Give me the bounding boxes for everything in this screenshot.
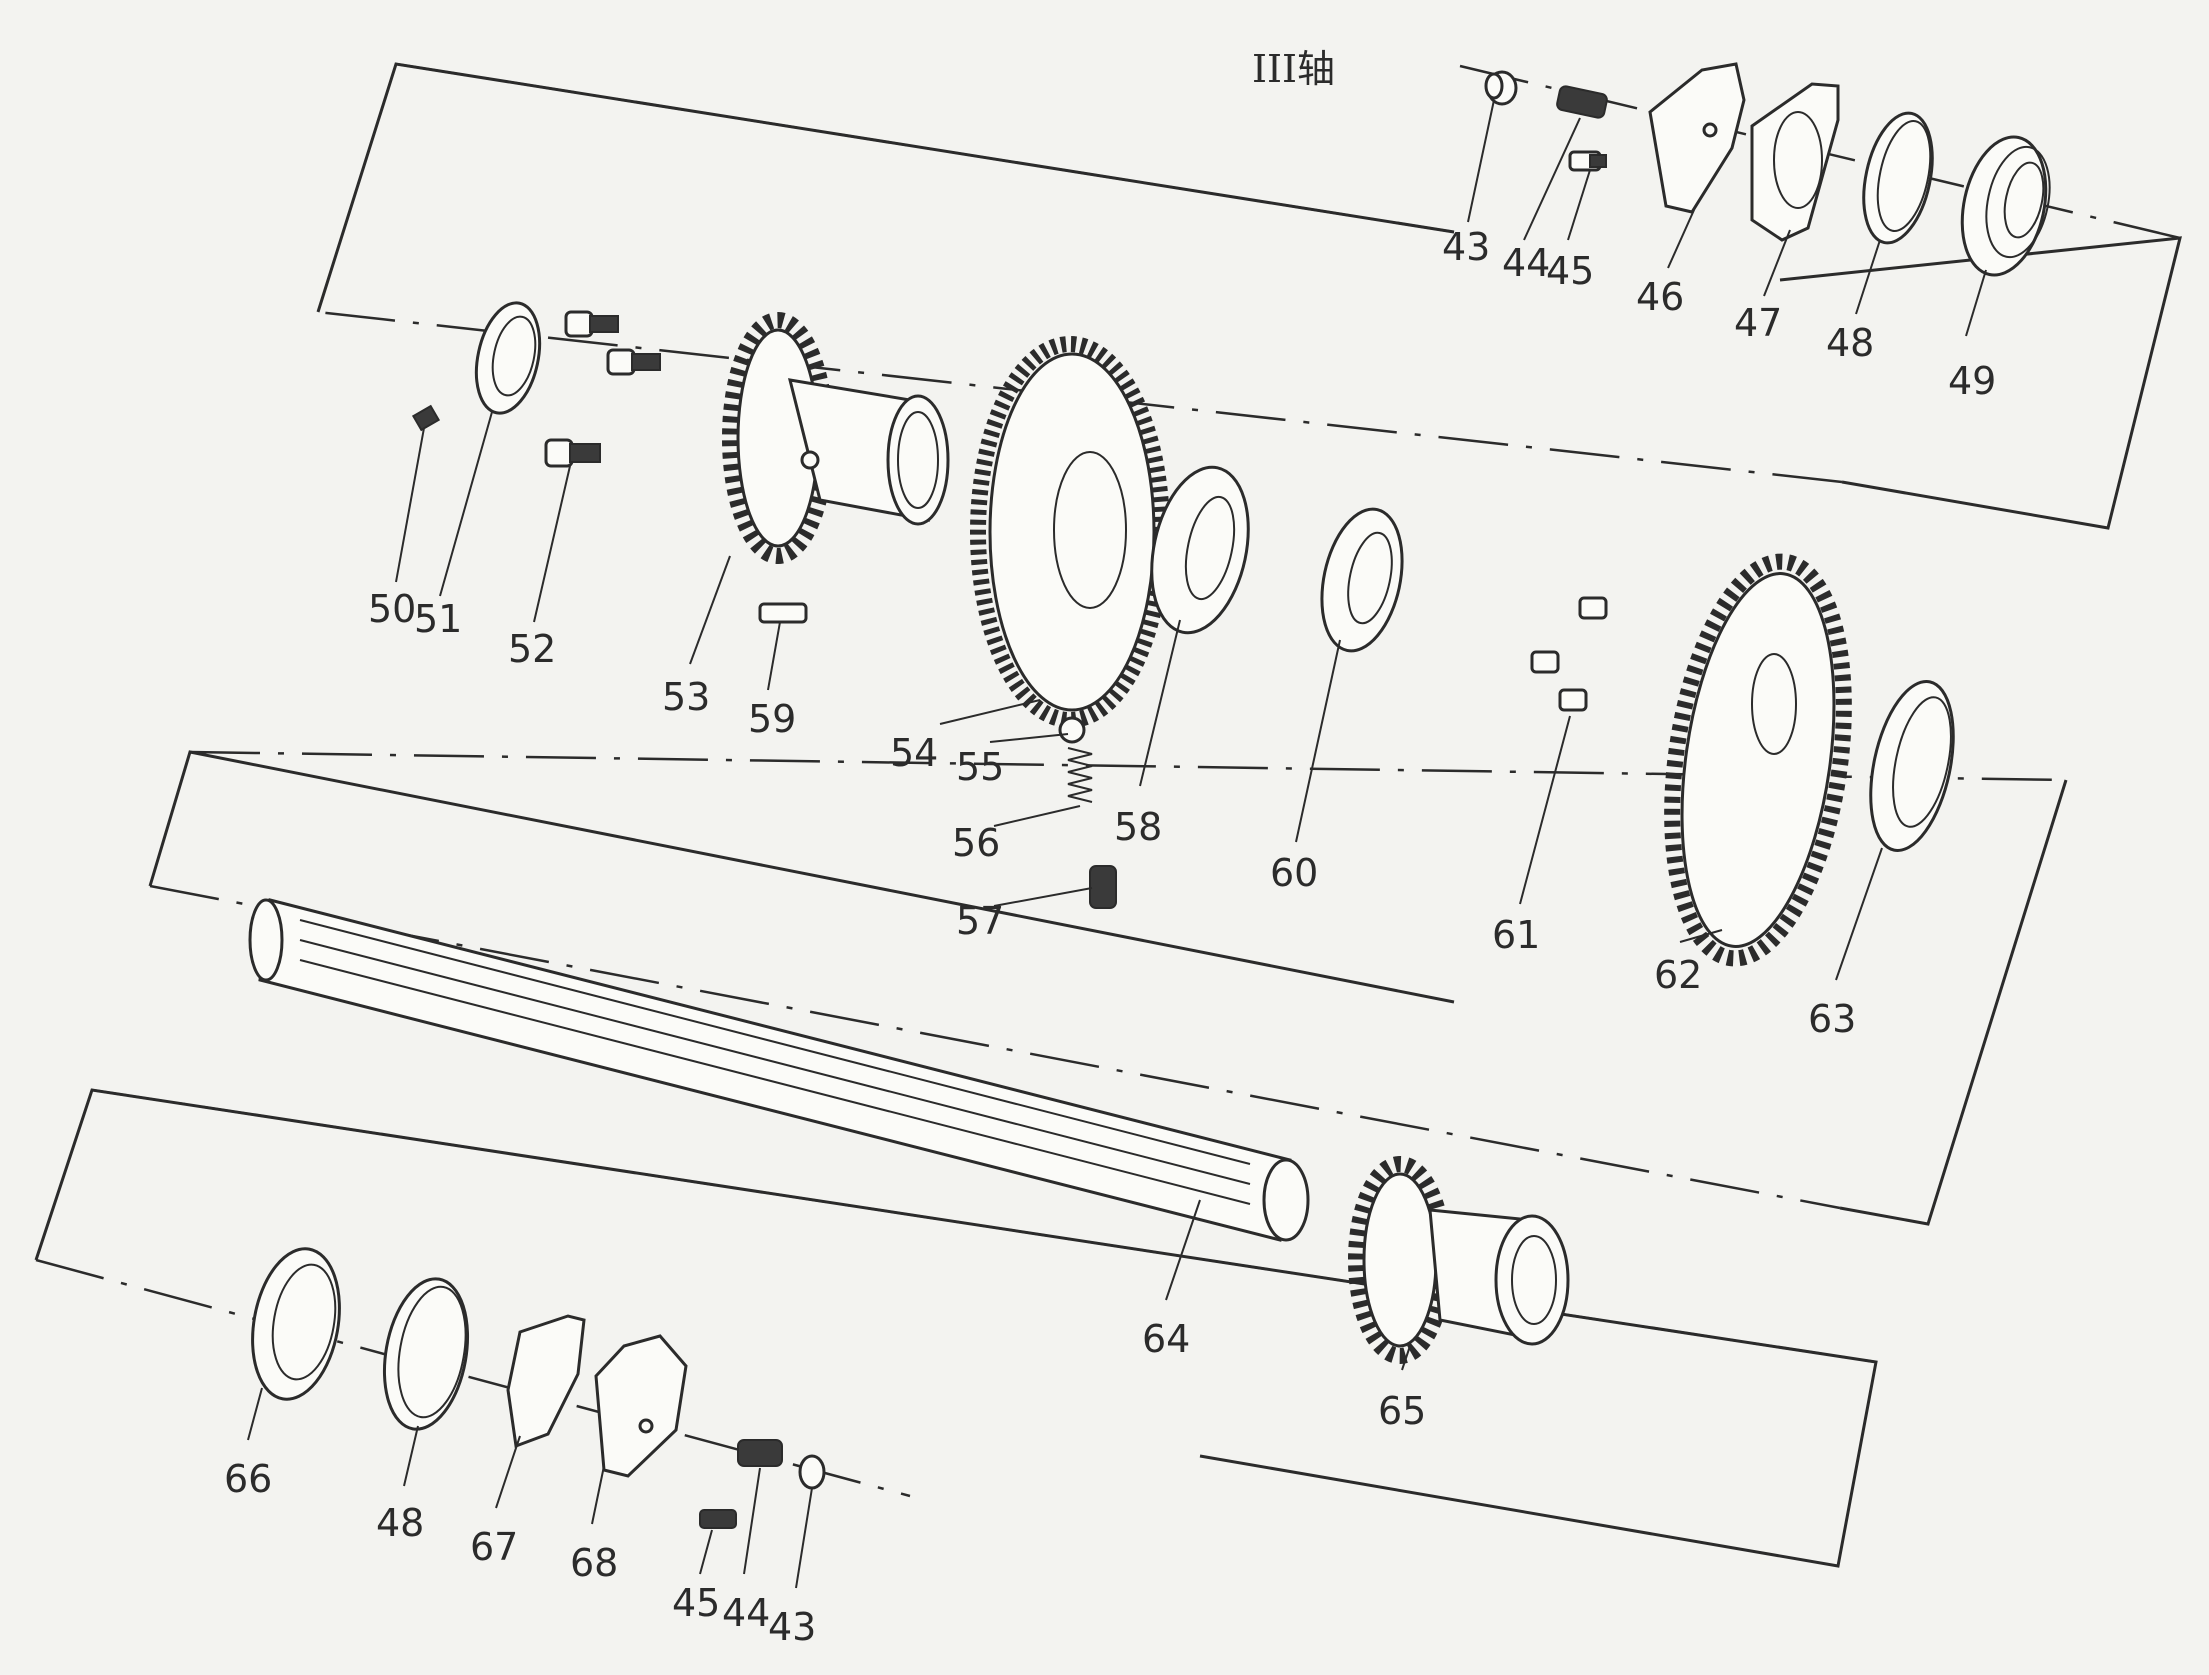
part-43-nut-top xyxy=(1484,70,1518,106)
label-62: 62 xyxy=(1654,953,1702,997)
label-45-bottom: 45 xyxy=(672,1581,720,1625)
part-67-gasket-bottom xyxy=(506,1314,586,1449)
part-60-flange xyxy=(1320,507,1404,653)
label-46: 46 xyxy=(1636,275,1684,319)
label-59: 59 xyxy=(748,697,796,741)
label-60: 60 xyxy=(1270,851,1318,895)
part-57-plug-screw xyxy=(1089,865,1117,909)
label-43-top: 43 xyxy=(1442,225,1490,269)
label-45-top: 45 xyxy=(1546,249,1594,293)
part-43-nut-bottom xyxy=(798,1454,826,1490)
part-48-ring-top xyxy=(1862,111,1934,245)
label-61: 61 xyxy=(1492,913,1540,957)
label-44-top: 44 xyxy=(1502,241,1550,285)
label-57: 57 xyxy=(956,899,1004,943)
part-44-setscrew-bottom xyxy=(737,1439,783,1467)
part-68-bearing-cover-bottom xyxy=(594,1334,688,1478)
part-46-bearing-cover-top xyxy=(1648,62,1746,214)
label-66: 66 xyxy=(224,1457,272,1501)
part-56-spring xyxy=(1067,747,1093,803)
label-44-bottom: 44 xyxy=(722,1591,770,1635)
part-50-pin xyxy=(411,404,441,432)
part-54-large-gear xyxy=(970,336,1170,728)
label-58: 58 xyxy=(1114,805,1162,849)
label-47: 47 xyxy=(1734,301,1782,345)
part-53-gear-with-hub xyxy=(722,312,950,564)
label-64: 64 xyxy=(1142,1317,1190,1361)
label-52: 52 xyxy=(508,627,556,671)
label-63: 63 xyxy=(1808,997,1856,1041)
label-65: 65 xyxy=(1378,1389,1426,1433)
part-47-gasket-top xyxy=(1750,82,1840,242)
part-49-bearing-top xyxy=(1960,135,2051,277)
part-59-key xyxy=(758,602,808,624)
label-48-top: 48 xyxy=(1826,321,1874,365)
part-45-bolt-bottom xyxy=(699,1509,737,1529)
label-55: 55 xyxy=(956,745,1004,789)
part-64-splined-shaft xyxy=(248,898,1310,1242)
diagram-title: III轴 xyxy=(1252,47,1335,91)
label-49: 49 xyxy=(1948,359,1996,403)
label-67: 67 xyxy=(470,1525,518,1569)
label-50: 50 xyxy=(368,587,416,631)
part-62-gear xyxy=(1664,553,1852,967)
part-52-screws xyxy=(544,310,661,468)
part-65-gear-with-hub xyxy=(1348,1156,1570,1364)
leader-lines xyxy=(247,99,1987,1589)
part-58-flange xyxy=(1150,465,1250,635)
label-43-bottom: 43 xyxy=(768,1605,816,1649)
label-54: 54 xyxy=(890,731,938,775)
part-55-ball xyxy=(1058,716,1086,744)
part-44-setscrew-top xyxy=(1556,85,1608,119)
part-51-collar xyxy=(474,301,542,415)
label-56: 56 xyxy=(952,821,1000,865)
label-68: 68 xyxy=(570,1541,618,1585)
part-63-bearing xyxy=(1869,680,1955,852)
lower-assembly-frame xyxy=(34,1088,1878,1568)
part-48-ring-bottom xyxy=(382,1277,470,1431)
part-66-bearing xyxy=(251,1247,341,1401)
label-51: 51 xyxy=(414,597,462,641)
label-53: 53 xyxy=(662,675,710,719)
label-48-bottom: 48 xyxy=(376,1501,424,1545)
part-45-bolt-top xyxy=(1568,150,1607,172)
part-61-screws xyxy=(1530,596,1608,712)
